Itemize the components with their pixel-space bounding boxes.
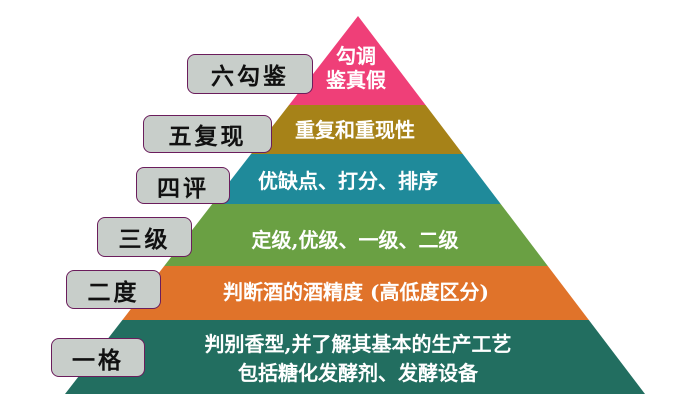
level-4-label-text: 四评: [157, 174, 209, 202]
level-6-description: 勾调 鉴真假: [326, 44, 386, 92]
pyramid-level-1-band: [65, 320, 645, 394]
level-4-description-line-1: 优缺点、打分、排序: [258, 169, 438, 193]
level-1-description-line-2: 包括糖化发酵剂、发酵设备: [238, 361, 478, 385]
level-2-label-text: 二度: [87, 278, 140, 306]
level-5-description: 重复和重现性: [295, 118, 415, 142]
level-6-label-text: 六勾鉴: [211, 63, 289, 90]
pyramid-level-2-band: [65, 266, 645, 320]
level-3-label: 三级: [97, 217, 192, 257]
level-6-description-line-2: 鉴真假: [326, 68, 386, 92]
level-1-description: 判别香型,并了解其基本的生产工艺 包括糖化发酵剂、发酵设备: [205, 330, 512, 388]
level-3-description: 定级,优级、一级、二级: [252, 228, 459, 252]
level-5-description-line-1: 重复和重现性: [295, 118, 415, 142]
level-2-description-line-1: 判断酒的酒精度 (高低度区分): [223, 280, 489, 304]
level-2-description: 判断酒的酒精度 (高低度区分): [223, 280, 489, 304]
level-1-description-line-1: 判别香型,并了解其基本的生产工艺: [204, 332, 512, 356]
level-1-label: 一格: [51, 338, 145, 377]
level-1-label-text: 一格: [72, 346, 124, 374]
level-5-label: 五复现: [143, 115, 272, 153]
level-2-label: 二度: [66, 270, 161, 309]
level-6-description-line-1: 勾调: [336, 44, 376, 68]
level-6-label: 六勾鉴: [187, 54, 313, 94]
level-4-description: 优缺点、打分、排序: [258, 169, 438, 193]
level-3-label-text: 三级: [118, 226, 171, 253]
level-4-label: 四评: [136, 167, 230, 204]
level-3-description-line-1: 定级,优级、一级、二级: [251, 228, 459, 252]
level-5-label-text: 五复现: [168, 123, 247, 150]
